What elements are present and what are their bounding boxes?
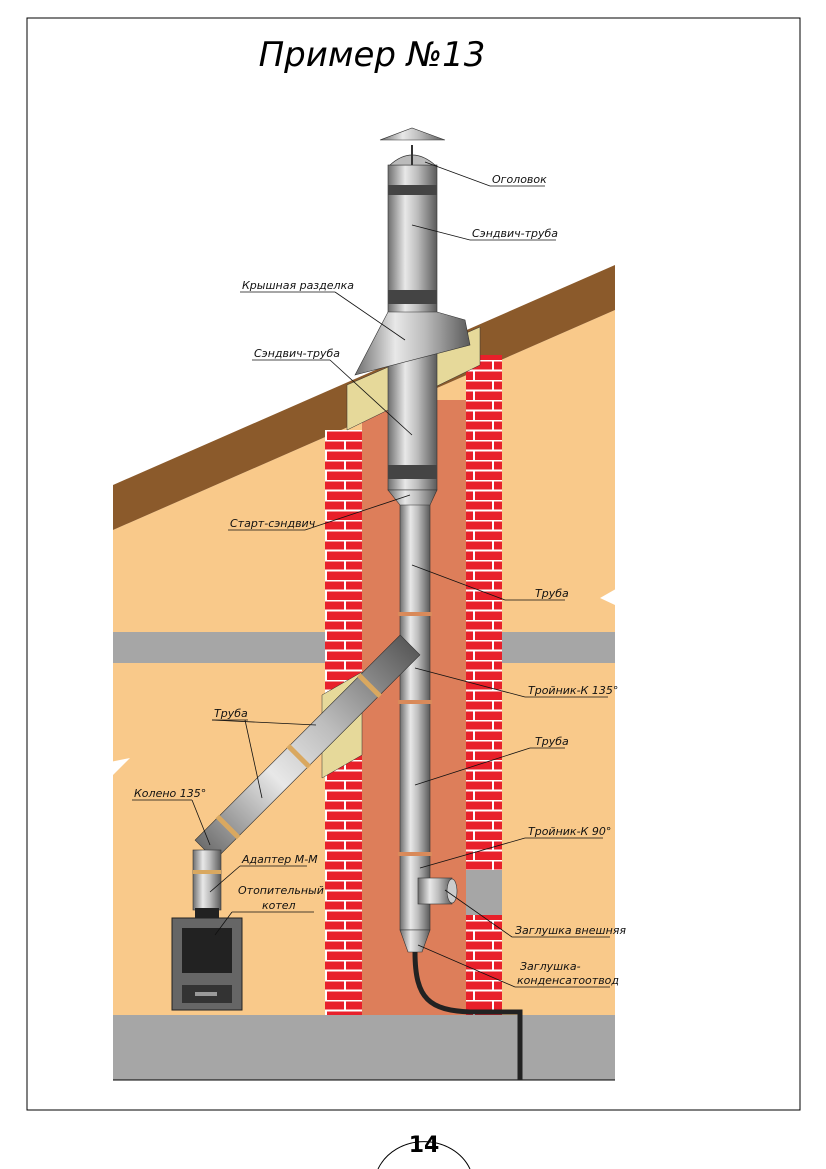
floor-slab [113, 1015, 615, 1080]
page-title: Пример №13 [259, 35, 486, 75]
adapter [192, 849, 222, 911]
page-number-tab [377, 1141, 471, 1169]
page-border [26, 17, 801, 1111]
label-start-sandwich: Старт-сэндвич [230, 517, 316, 530]
label-elbow-135: Колено 135° [134, 787, 206, 800]
label-tee-135: Тройник-К 135° [528, 684, 618, 697]
label-plug-condensate-1: Заглушка- [520, 960, 581, 973]
label-boiler-2: котел [262, 899, 296, 912]
label-pipe-left: Труба [214, 707, 248, 720]
label-adapter: Адаптер М-М [241, 853, 318, 866]
label-pipe-1: Труба [535, 587, 569, 600]
condensate-hose [412, 951, 523, 1080]
page-number: 14 [409, 1133, 440, 1158]
label-roof-cut: Крышная разделка [242, 279, 354, 292]
chimney-cap [379, 127, 446, 141]
label-sandwich-top: Сэндвич-труба [472, 227, 558, 240]
label-cap: Оголовок [492, 173, 547, 186]
roof-flashing [354, 311, 471, 376]
vertical-pipe [399, 489, 431, 931]
label-sandwich-mid: Сэндвич-труба [254, 347, 340, 360]
label-plug-external: Заглушка внешняя [515, 924, 626, 937]
labels: Оголовок Сэндвич-труба Крышная разделка … [132, 161, 626, 988]
label-plug-condensate-2: конденсатоотвод [517, 974, 619, 987]
label-pipe-2: Труба [535, 735, 569, 748]
label-tee-90: Тройник-К 90° [528, 825, 611, 838]
brick-wall-right [466, 355, 502, 1015]
label-boiler-1: Отопительный [238, 884, 324, 897]
